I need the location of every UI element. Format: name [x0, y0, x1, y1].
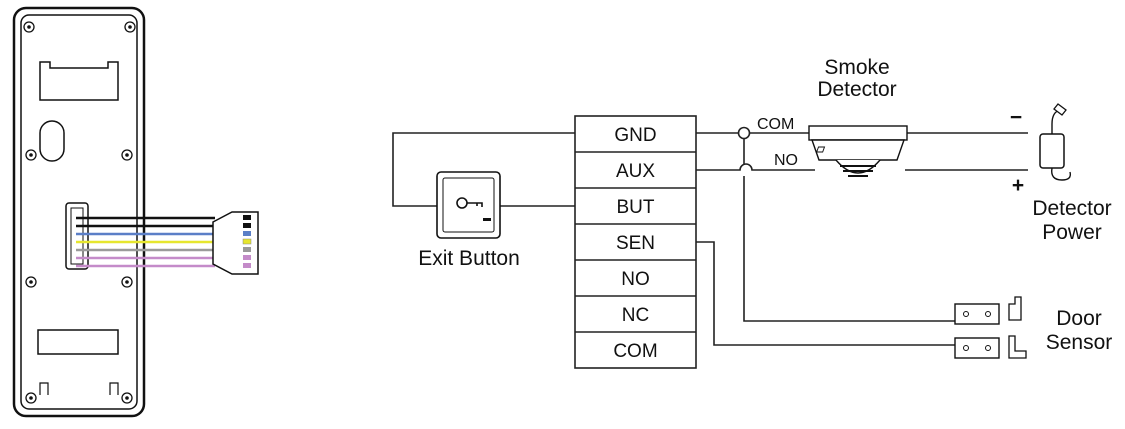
detector-power-label-line1: Detector [1032, 197, 1111, 220]
minus-sign: − [1010, 106, 1022, 129]
smoke-detector-label-line1: Smoke [824, 56, 889, 79]
no-label: NO [774, 152, 798, 169]
door-sensor-label-line1: Door [1056, 307, 1102, 330]
detector-power-label-line2: Power [1042, 221, 1102, 244]
smoke-detector-device [808, 125, 908, 177]
exit-button-device [436, 171, 501, 239]
plus-sign: + [1012, 174, 1024, 197]
ribbon-cable [76, 216, 215, 268]
terminal-gnd: GND [614, 125, 656, 146]
terminal-no: NO [621, 269, 650, 290]
terminal-but: BUT [617, 197, 655, 218]
door-sensor-label-line2: Sensor [1046, 331, 1113, 354]
connector-plug [212, 211, 259, 275]
key-icon [456, 197, 483, 209]
wires [392, 132, 1028, 346]
door-sensor-device [954, 296, 1027, 359]
terminal-com: COM [613, 341, 657, 362]
com-label: COM [757, 116, 794, 133]
exit-button-label: Exit Button [418, 247, 520, 270]
screw-icon [23, 21, 136, 404]
terminal-nc: NC [622, 305, 649, 326]
terminal-aux: AUX [616, 161, 655, 182]
access-control-device [12, 6, 146, 418]
power-adapter-icon [1039, 103, 1072, 181]
terminal-block [574, 115, 697, 369]
smoke-detector-label-line2: Detector [817, 78, 896, 101]
terminal-sen: SEN [616, 233, 655, 254]
